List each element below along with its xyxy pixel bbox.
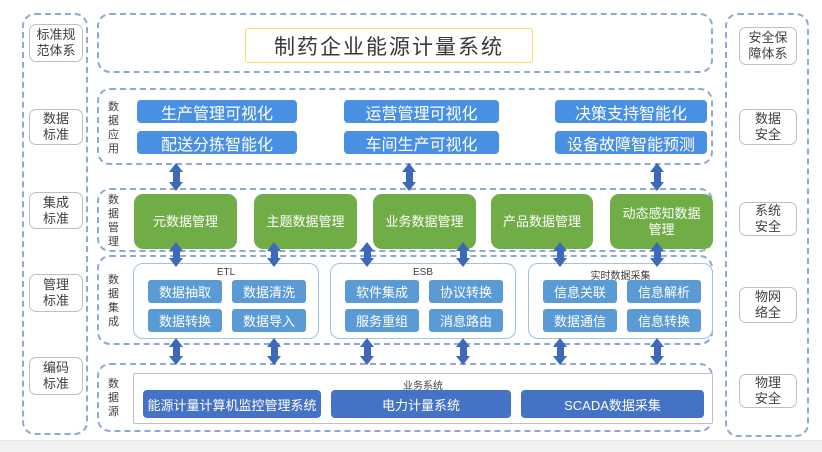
app-box-workshop-visual: 车间生产可视化	[344, 131, 499, 154]
flow-arrow	[169, 163, 183, 191]
app-box-operations-visual: 运营管理可视化	[344, 100, 499, 123]
row-label-data-application: 数据应用	[108, 101, 119, 155]
security-header: 安全保 障体系	[739, 27, 797, 65]
integration-group-etl: ETL 数据抽取 数据清洗 数据转换 数据导入	[133, 263, 319, 339]
row-label-data-management: 数据管理	[108, 194, 119, 248]
mgmt-box-business-data: 业务数据管理	[373, 194, 476, 249]
esb-box-service-recombination: 服务重组	[345, 309, 419, 332]
security-item-data: 数据 安全	[739, 109, 797, 145]
flow-arrow	[553, 242, 567, 267]
flow-arrow	[553, 338, 567, 365]
source-box-energy-monitoring-system: 能源计量计算机监控管理系统	[143, 390, 321, 418]
flow-arrow	[360, 338, 374, 365]
app-box-fault-prediction: 设备故障智能预测	[555, 131, 707, 154]
section-data-application: 数据应用 生产管理可视化 配送分拣智能化 运营管理可视化 车间生产可视化 决策支…	[97, 88, 713, 165]
section-title: 制药企业能源计量系统	[97, 13, 713, 73]
standards-header: 标准规 范体系	[29, 24, 83, 62]
flow-arrow	[169, 338, 183, 365]
mgmt-box-metadata: 元数据管理	[134, 194, 237, 249]
realtime-group-label: 实时数据采集	[590, 271, 651, 282]
flow-arrow	[456, 242, 470, 267]
flow-arrow	[456, 338, 470, 365]
diagram-title: 制药企业能源计量系统	[245, 28, 533, 63]
row-label-data-source: 数据源	[108, 378, 119, 418]
flow-arrow	[650, 338, 664, 365]
panel-security: 安全保 障体系 数据 安全 系统 安全 物网 络全 物理 安全	[725, 13, 809, 437]
security-item-physical: 物理 安全	[739, 374, 797, 408]
integration-group-esb: ESB 软件集成 协议转换 服务重组 消息路由	[330, 263, 516, 339]
mgmt-box-product-data: 产品数据管理	[491, 194, 593, 249]
flow-arrow	[267, 338, 281, 365]
section-data-integration: 数据集成 ETL 数据抽取 数据清洗 数据转换 数据导入 ESB 软件集成 协议…	[97, 255, 713, 345]
flow-arrow	[402, 163, 416, 191]
app-box-delivery-sorting: 配送分拣智能化	[137, 131, 297, 154]
flow-arrow	[169, 242, 183, 267]
etl-box-transform: 数据转换	[148, 309, 222, 332]
etl-group-label: ETL	[216, 267, 236, 278]
source-box-power-metering-system: 电力计量系统	[331, 390, 511, 418]
page-footer-strip	[0, 440, 822, 452]
integration-group-realtime-collection: 实时数据采集 信息关联 信息解析 数据通信 信息转换	[528, 263, 713, 339]
panel-standards: 标准规 范体系 数据 标准 集成 标准 管理 标准 编码 标准	[22, 13, 88, 435]
standards-item-management: 管理 标准	[29, 274, 83, 312]
flow-arrow	[360, 242, 374, 267]
business-system-label: 业务系统	[403, 381, 443, 392]
rt-box-info-parsing: 信息解析	[627, 280, 701, 303]
flow-arrow	[650, 242, 664, 267]
source-box-scada-collection: SCADA数据采集	[521, 390, 704, 418]
business-system-group: 业务系统 能源计量计算机监控管理系统 电力计量系统 SCADA数据采集	[133, 373, 713, 424]
esb-box-software-integration: 软件集成	[345, 280, 419, 303]
security-item-iot-network: 物网 络全	[739, 287, 797, 323]
rt-box-info-conversion: 信息转换	[627, 309, 701, 332]
flow-arrow	[267, 242, 281, 267]
rt-box-data-communication: 数据通信	[543, 309, 617, 332]
etl-box-extract: 数据抽取	[148, 280, 222, 303]
section-data-management: 数据管理 元数据管理 主题数据管理 业务数据管理 产品数据管理 动态感知数据管理	[97, 188, 713, 252]
esb-box-message-routing: 消息路由	[429, 309, 503, 332]
row-label-data-integration: 数据集成	[108, 274, 119, 328]
standards-item-integration: 集成 标准	[29, 192, 83, 229]
esb-group-label: ESB	[412, 267, 433, 278]
etl-box-load: 数据导入	[232, 309, 306, 332]
esb-box-protocol-conversion: 协议转换	[429, 280, 503, 303]
mgmt-box-subject-data: 主题数据管理	[254, 194, 357, 249]
standards-item-data: 数据 标准	[29, 109, 83, 145]
mgmt-box-dynamic-sensing: 动态感知数据管理	[610, 194, 713, 249]
app-box-decision-support: 决策支持智能化	[555, 100, 707, 123]
flow-arrow	[650, 163, 664, 191]
standards-item-coding: 编码 标准	[29, 357, 83, 395]
etl-box-clean: 数据清洗	[232, 280, 306, 303]
app-box-production-visual: 生产管理可视化	[137, 100, 297, 123]
security-item-system: 系统 安全	[739, 202, 797, 236]
section-data-source: 数据源 业务系统 能源计量计算机监控管理系统 电力计量系统 SCADA数据采集	[97, 363, 713, 432]
rt-box-info-association: 信息关联	[543, 280, 617, 303]
